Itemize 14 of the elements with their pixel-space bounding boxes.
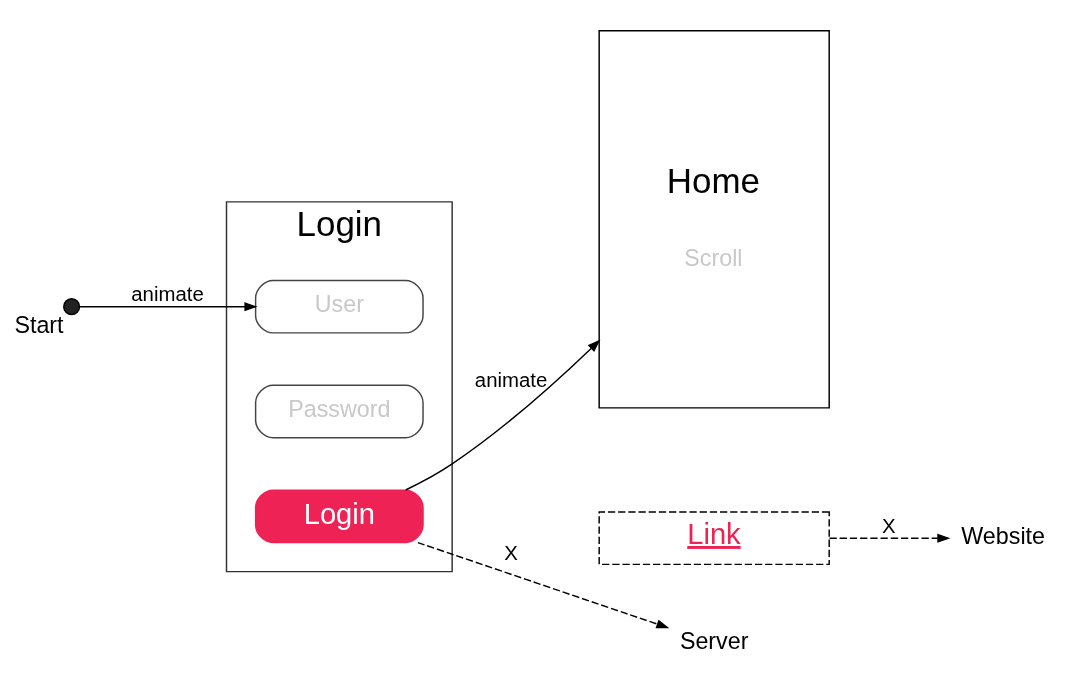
- edge-label: animate: [474, 369, 548, 392]
- arrow: [417, 541, 670, 629]
- edge-label: X: [882, 514, 896, 537]
- node-box: Login: [254, 489, 424, 544]
- node-text: Server: [679, 627, 749, 654]
- node-label: Start: [14, 312, 64, 339]
- edge-label: X: [504, 542, 518, 565]
- edge-label: animate: [131, 283, 204, 306]
- arrow: [404, 339, 601, 491]
- node-box: Link: [598, 511, 830, 566]
- arrow: [78, 302, 258, 312]
- node-circle: [63, 298, 81, 316]
- node-text: Website: [961, 522, 1045, 549]
- arrow: [828, 533, 951, 543]
